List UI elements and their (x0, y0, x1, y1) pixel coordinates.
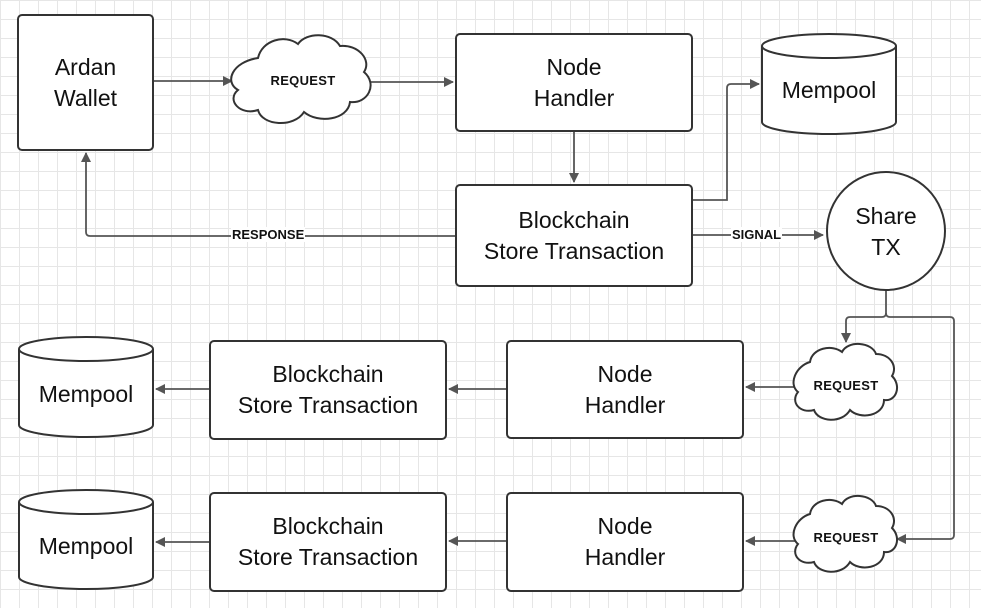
node-handler-mid: Node Handler (506, 340, 744, 439)
ardan-wallet-node: Ardan Wallet (17, 14, 154, 151)
mempool-mid-cylinder (18, 336, 154, 438)
cloud-mid-label: REQUEST (813, 377, 879, 393)
cloud-request-bot (792, 495, 899, 573)
node-handler-mid-line-2: Handler (584, 391, 666, 418)
cloud-top-label: REQUEST (270, 72, 336, 88)
mempool-top-cylinder (761, 33, 897, 135)
cloud-request-top (230, 34, 372, 125)
node-handler-bot-line-2: Handler (584, 544, 666, 570)
blockchain-mid: Blockchain Store Transaction (209, 340, 447, 440)
mempool-bot-label: Mempool (38, 532, 134, 559)
mempool-bot-cylinder (18, 489, 154, 590)
share-tx-label: Share TX (827, 200, 945, 264)
share-tx-line-2: TX (871, 234, 901, 260)
blockchain-top-line-2: Store Transaction (483, 237, 665, 264)
edge-share-to-cloud-mid (841, 290, 887, 343)
blockchain-top-line-1: Blockchain (518, 206, 630, 233)
share-tx-line-1: Share (855, 203, 917, 229)
blockchain-bot: Blockchain Store Transaction (209, 492, 447, 592)
node-handler-top: Node Handler (455, 33, 693, 132)
cloud-bot-label: REQUEST (813, 529, 879, 545)
node-handler-bot: Node Handler (506, 492, 744, 592)
edge-response (81, 152, 455, 237)
share-tx-circle (826, 171, 946, 291)
node-handler-mid-line-1: Node (597, 360, 653, 387)
cloud-request-mid (792, 343, 899, 421)
signal-edge-label: SIGNAL (731, 227, 783, 242)
blockchain-mid-line-2: Store Transaction (237, 392, 419, 418)
blockchain-top: Blockchain Store Transaction (455, 184, 693, 287)
mempool-top-label: Mempool (781, 76, 877, 103)
node-handler-top-line-2: Handler (533, 84, 615, 111)
mempool-mid-label: Mempool (38, 380, 134, 407)
node-handler-top-line-1: Node (546, 53, 602, 80)
response-edge-label: RESPONSE (231, 227, 306, 242)
edge-blockchain-to-mempool (693, 79, 760, 201)
node-handler-bot-line-1: Node (597, 513, 653, 539)
ardan-wallet-line-2: Wallet (53, 84, 118, 111)
edge-share-to-cloud-bot (885, 312, 955, 544)
blockchain-bot-line-2: Store Transaction (237, 544, 419, 570)
ardan-wallet-line-1: Ardan (54, 53, 117, 80)
blockchain-bot-line-1: Blockchain (272, 513, 384, 539)
blockchain-mid-line-1: Blockchain (272, 361, 384, 387)
